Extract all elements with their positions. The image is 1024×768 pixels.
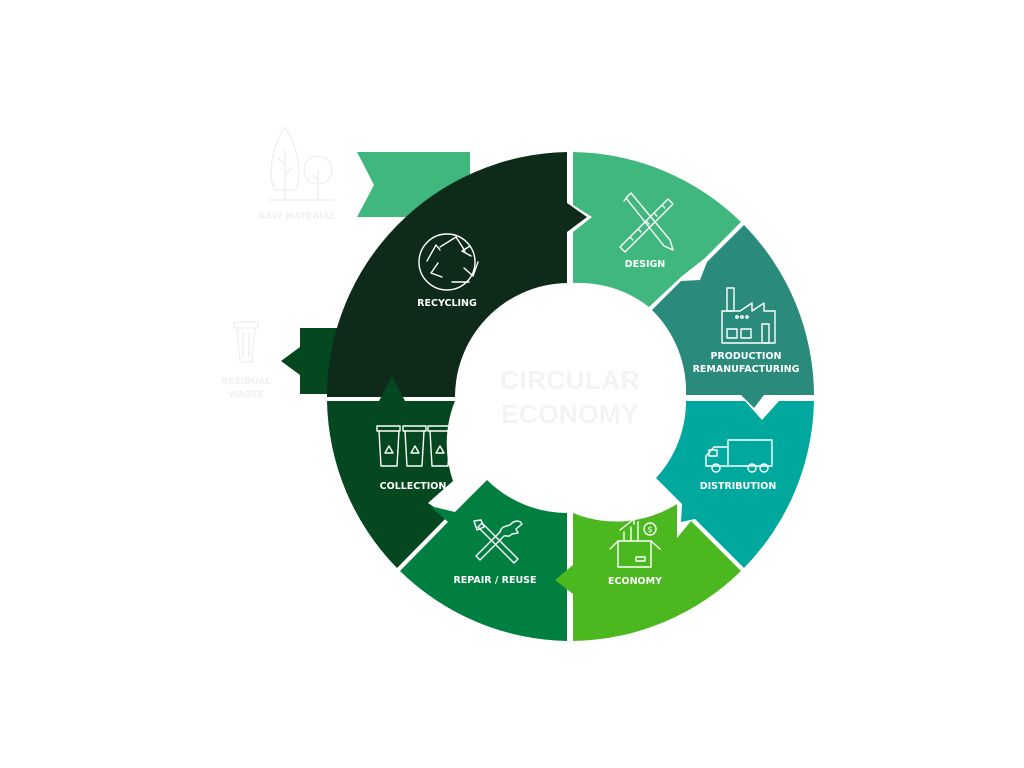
wrench-screwdriver-icon [473,519,523,564]
segment-collection [327,376,455,568]
residual-waste-label-2: WASTE [228,390,263,400]
repair-label: REPAIR / REUSE [453,575,536,586]
center-line-2: ECONOMY [501,399,639,429]
recycling-label: RECYCLING [417,298,477,309]
production-label: PRODUCTION [711,351,782,362]
center-line-1: CIRCULAR [500,365,640,395]
segment-production [652,225,814,408]
segment-recycling [327,152,587,397]
trees-icon [267,126,336,201]
design-label: DESIGN [625,259,666,270]
segment-design [573,152,741,307]
recycle-icon [418,233,479,291]
segment-economy [555,504,741,641]
bins-icon [376,425,452,467]
factory-icon [721,287,776,344]
segment-repair [400,480,567,641]
collection-label: COLLECTION [380,481,447,492]
economy-label: ECONOMY [608,576,662,587]
center-circle [458,285,682,509]
production-label-2: REMANUFACTURING [693,364,800,375]
distribution-label: DISTRIBUTION [700,481,777,492]
box-growth-icon: $ [609,518,661,568]
residual-waste-label: RESIDUAL [221,377,271,387]
raw-material-label: RAW MATERIAL [258,212,335,222]
segment-distribution [656,401,814,568]
truck-icon [705,439,773,473]
trash-can-icon [233,321,259,363]
ruler-pencil-icon [619,192,674,253]
svg-text:$: $ [647,525,652,534]
